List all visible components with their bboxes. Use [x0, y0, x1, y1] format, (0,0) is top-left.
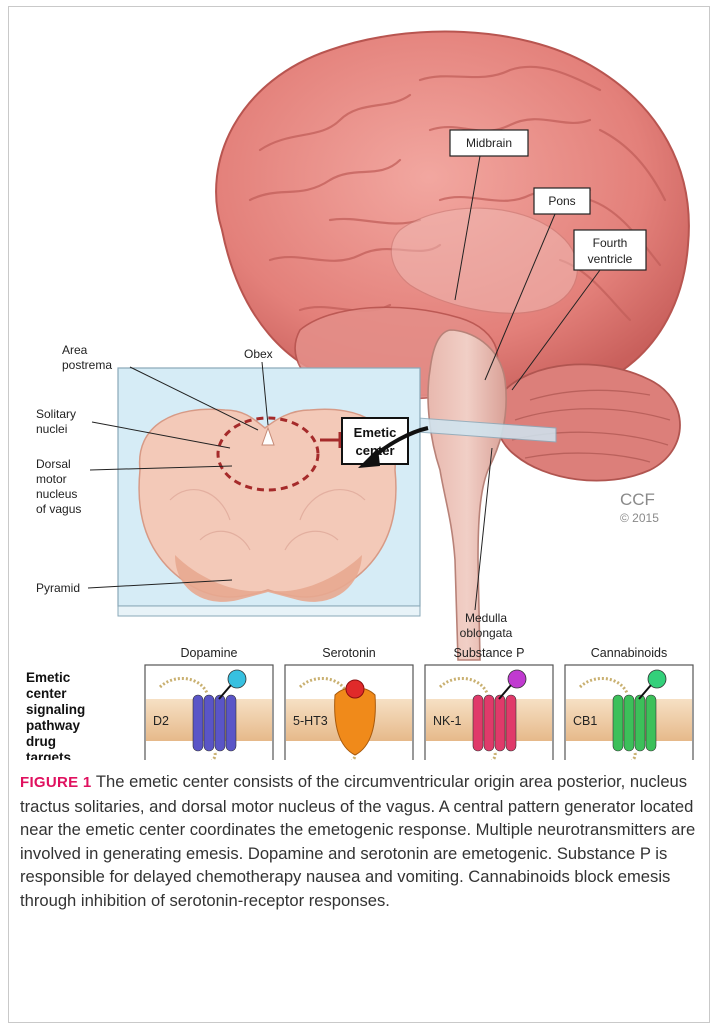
- panel-title: Substance P: [454, 646, 525, 660]
- svg-text:Obex: Obex: [244, 347, 273, 361]
- receptor-label: CB1: [573, 714, 597, 728]
- receptor-helix: [635, 695, 645, 751]
- medulla-cross-section: [118, 368, 420, 616]
- receptor-helix: [193, 695, 203, 751]
- figure-illustration: Midbrain Pons Fourth ventricle Medulla o…: [0, 0, 718, 760]
- receptor-helix: [613, 695, 623, 751]
- svg-text:postrema: postrema: [62, 358, 112, 372]
- receptor-label: 5-HT3: [293, 714, 328, 728]
- caption-text: The emetic center consists of the circum…: [20, 772, 695, 910]
- svg-text:drug: drug: [26, 734, 56, 749]
- svg-text:targets: targets: [26, 750, 71, 760]
- svg-text:Fourth: Fourth: [593, 236, 628, 250]
- svg-text:ventricle: ventricle: [588, 252, 633, 266]
- receptor-helix: [624, 695, 634, 751]
- receptor-helix: [473, 695, 483, 751]
- svg-text:Area: Area: [62, 343, 88, 357]
- svg-text:Pons: Pons: [548, 194, 575, 208]
- receptor-helix: [215, 695, 225, 751]
- credit-year: © 2015: [620, 511, 659, 525]
- receptor-helix: [646, 695, 656, 751]
- svg-text:Solitary: Solitary: [36, 407, 76, 421]
- figure-caption: FIGURE 1 The emetic center consists of t…: [20, 770, 700, 912]
- caption-tag: FIGURE 1: [20, 774, 92, 791]
- svg-text:Medulla: Medulla: [465, 611, 507, 625]
- receptor-panel-substance-p: Substance P NK-1: [425, 646, 553, 760]
- svg-text:center: center: [26, 686, 67, 701]
- credit-ccf: CCF: [620, 490, 655, 509]
- svg-text:nuclei: nuclei: [36, 422, 67, 436]
- receptor-label: NK-1: [433, 714, 462, 728]
- svg-text:Midbrain: Midbrain: [466, 136, 512, 150]
- panel-title: Cannabinoids: [591, 646, 667, 660]
- ligand-sphere: [346, 680, 364, 698]
- receptor-helix: [506, 695, 516, 751]
- receptor-helix: [495, 695, 505, 751]
- svg-text:motor: motor: [36, 472, 67, 486]
- panel-title: Serotonin: [322, 646, 376, 660]
- receptor-label: D2: [153, 714, 169, 728]
- receptor-panel-serotonin: Serotonin 5-HT3: [285, 646, 413, 760]
- receptor-helix: [484, 695, 494, 751]
- svg-text:signaling: signaling: [26, 702, 85, 717]
- svg-text:of vagus: of vagus: [36, 502, 81, 516]
- svg-text:Emetic: Emetic: [354, 425, 397, 440]
- pathway-side-label: Emetic center signaling pathway drug tar…: [26, 670, 85, 760]
- panel-title: Dopamine: [181, 646, 238, 660]
- svg-text:Emetic: Emetic: [26, 670, 71, 685]
- svg-text:nucleus: nucleus: [36, 487, 77, 501]
- receptor-helix: [204, 695, 214, 751]
- receptor-helix: [226, 695, 236, 751]
- svg-text:oblongata: oblongata: [460, 626, 513, 640]
- svg-text:pathway: pathway: [26, 718, 81, 733]
- svg-text:Dorsal: Dorsal: [36, 457, 71, 471]
- svg-text:Pyramid: Pyramid: [36, 581, 80, 595]
